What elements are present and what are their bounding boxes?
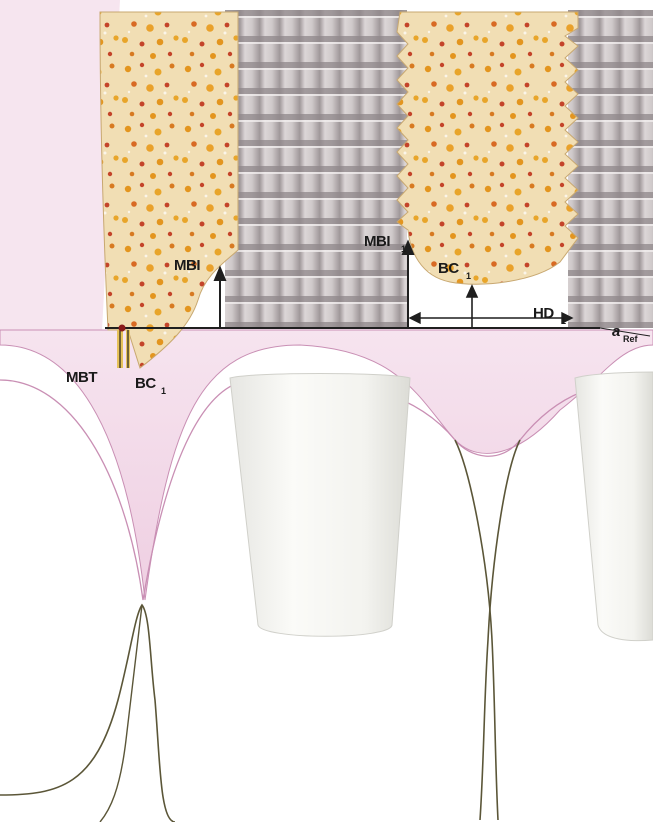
tooth-outline-center-left [455, 440, 498, 820]
bone-left [100, 12, 238, 368]
arrow-bc-right [467, 286, 477, 328]
label-bc-right-sub: 1 [466, 271, 471, 281]
crown-center [230, 374, 410, 637]
label-bc-left: BC [135, 375, 156, 392]
label-mbt: MBT [66, 369, 97, 386]
label-mbi-left: MBI [174, 257, 200, 274]
implant-center [225, 10, 407, 328]
label-hd-sub: 1 [561, 316, 566, 326]
label-a-ref-sub: Ref [623, 334, 639, 344]
label-bc-right: BC [438, 260, 459, 277]
arrow-mbi-left [215, 268, 225, 328]
label-mbi-right-sub: 1 [401, 244, 406, 254]
tooth-outline-center-right [480, 440, 520, 820]
label-a-ref: a [612, 323, 620, 340]
bone-right [397, 12, 578, 284]
label-mbi-right: MBI [364, 233, 390, 250]
crown-right [575, 372, 653, 641]
label-hd: HD [533, 305, 554, 322]
tooth-outline-left-inner [100, 605, 142, 822]
label-bc-left-sub: 1 [161, 386, 166, 396]
tooth-outline-left [0, 605, 175, 822]
implant-right [568, 10, 653, 328]
